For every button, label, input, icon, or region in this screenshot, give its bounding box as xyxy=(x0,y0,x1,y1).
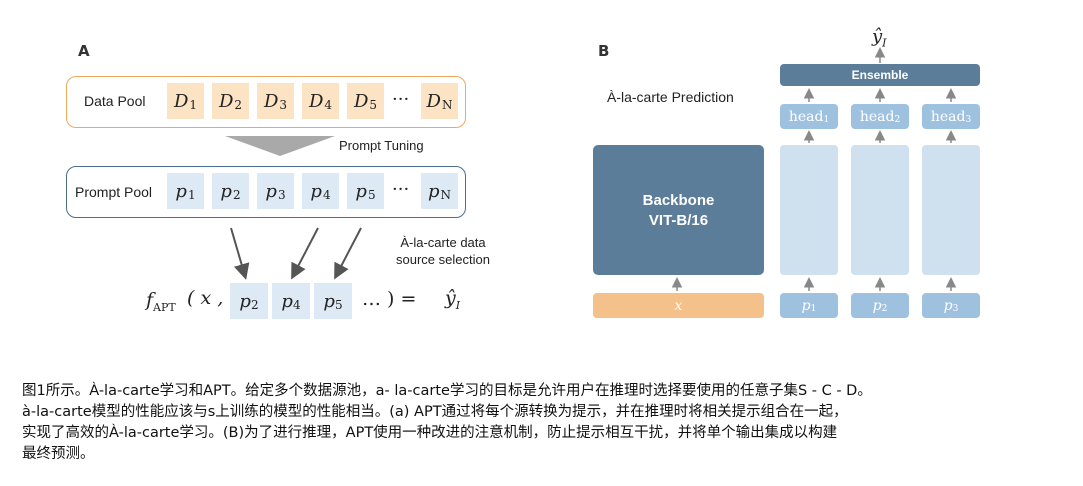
input-x: x xyxy=(593,293,764,318)
prompt-column-1 xyxy=(780,145,838,275)
prompt-column-3 xyxy=(922,145,980,275)
formula-y-hat: ŷI xyxy=(445,287,461,312)
panel-b-letter: B xyxy=(598,42,610,60)
data-pool-ellipsis: ··· xyxy=(392,89,410,110)
ensemble-block: Ensemble xyxy=(780,64,980,86)
panel-b-title: À-la-carte Prediction xyxy=(607,89,734,105)
selection-label-line1: À-la-carte data xyxy=(400,235,486,250)
selection-arrow-p2 xyxy=(230,227,250,280)
caption-line-2: à-la-carte模型的性能应该与s上训练的模型的性能相当。(a) APT通过… xyxy=(22,404,848,420)
backbone-model: VIT-B/16 xyxy=(648,212,709,229)
caption-line-4: 最终预测。 xyxy=(22,446,95,462)
selection-arrows xyxy=(230,227,362,280)
figure-caption: 图1所示。À-la-carte学习和APT。给定多个数据源池，a- la-car… xyxy=(22,381,1072,465)
panel-a-letter: A xyxy=(78,42,90,60)
formula-open: ( x , xyxy=(187,287,224,309)
prompt-column-2 xyxy=(851,145,909,275)
formula-close: … ) = xyxy=(362,288,417,310)
selection-label-line2: source selection xyxy=(396,252,490,267)
selection-label: À-la-carte data source selection xyxy=(383,234,503,268)
prompt-pool-ellipsis: ··· xyxy=(392,179,410,200)
prompt-pool-label: Prompt Pool xyxy=(75,184,153,200)
selection-arrow-p5 xyxy=(334,227,362,280)
prompt-tuning-arrow-icon xyxy=(225,136,335,156)
output-y-hat: ŷI xyxy=(872,26,887,50)
data-pool-label: Data Pool xyxy=(84,93,146,109)
caption-line-1: 图1所示。À-la-carte学习和APT。给定多个数据源池，a- la-car… xyxy=(22,383,872,399)
formula-f: fAPT xyxy=(146,289,176,314)
caption-line-3: 实现了高效的À-la-carte学习。(B)为了进行推理，APT使用一种改进的注… xyxy=(22,425,838,441)
panel-b-arrows xyxy=(671,47,957,291)
prompt-tuning-label: Prompt Tuning xyxy=(339,138,424,153)
backbone-block: Backbone VIT-B/16 xyxy=(593,145,764,275)
backbone-name: Backbone xyxy=(642,192,715,209)
selection-arrow-p4 xyxy=(291,227,319,280)
